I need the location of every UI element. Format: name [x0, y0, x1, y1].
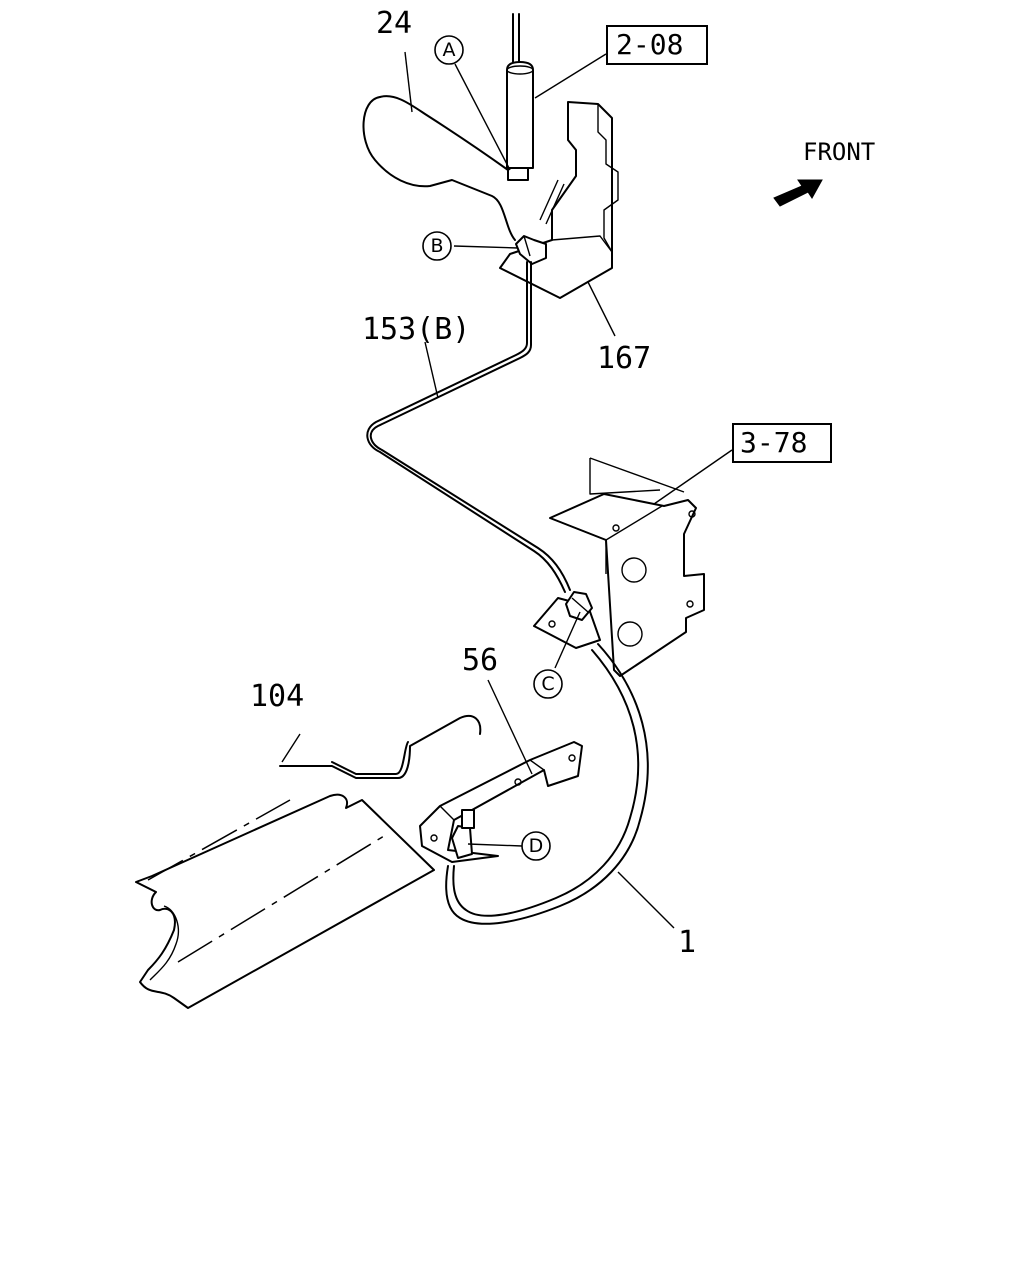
callout-d-letter: D	[529, 835, 544, 857]
union-b	[515, 235, 547, 265]
frame-rail	[135, 793, 435, 1009]
reference-box-2-08[interactable]: 2-08	[606, 25, 708, 65]
label-part-153b: 153(B)	[362, 312, 470, 347]
label-part-56: 56	[462, 643, 498, 678]
cylinder-2-08	[506, 13, 534, 181]
hose-1	[445, 643, 649, 925]
callout-a: A	[434, 35, 464, 65]
pipe-153b	[366, 261, 571, 593]
callout-d: D	[521, 831, 551, 861]
bracket-3-78	[533, 457, 705, 677]
front-indicator: FRONT	[773, 138, 875, 207]
front-arrow-icon	[773, 179, 823, 207]
union-c	[565, 591, 593, 621]
hose-24	[362, 95, 516, 241]
bracket-56	[419, 741, 583, 863]
label-part-167: 167	[597, 341, 651, 376]
callout-b-letter: B	[430, 235, 443, 257]
callout-c-letter: C	[541, 673, 554, 695]
reference-label-3-78: 3-78	[740, 426, 807, 459]
label-part-104: 104	[250, 679, 304, 714]
union-d	[451, 809, 475, 859]
label-part-1: 1	[678, 925, 696, 960]
reference-label-2-08: 2-08	[616, 28, 683, 61]
pipe-104	[279, 715, 482, 779]
callout-c: C	[533, 669, 563, 699]
callout-a-letter: A	[443, 39, 456, 61]
callout-b: B	[422, 231, 452, 261]
leader-lines	[281, 51, 733, 929]
label-part-24: 24	[376, 6, 412, 41]
reference-box-3-78[interactable]: 3-78	[732, 423, 832, 463]
front-label: FRONT	[803, 138, 875, 166]
